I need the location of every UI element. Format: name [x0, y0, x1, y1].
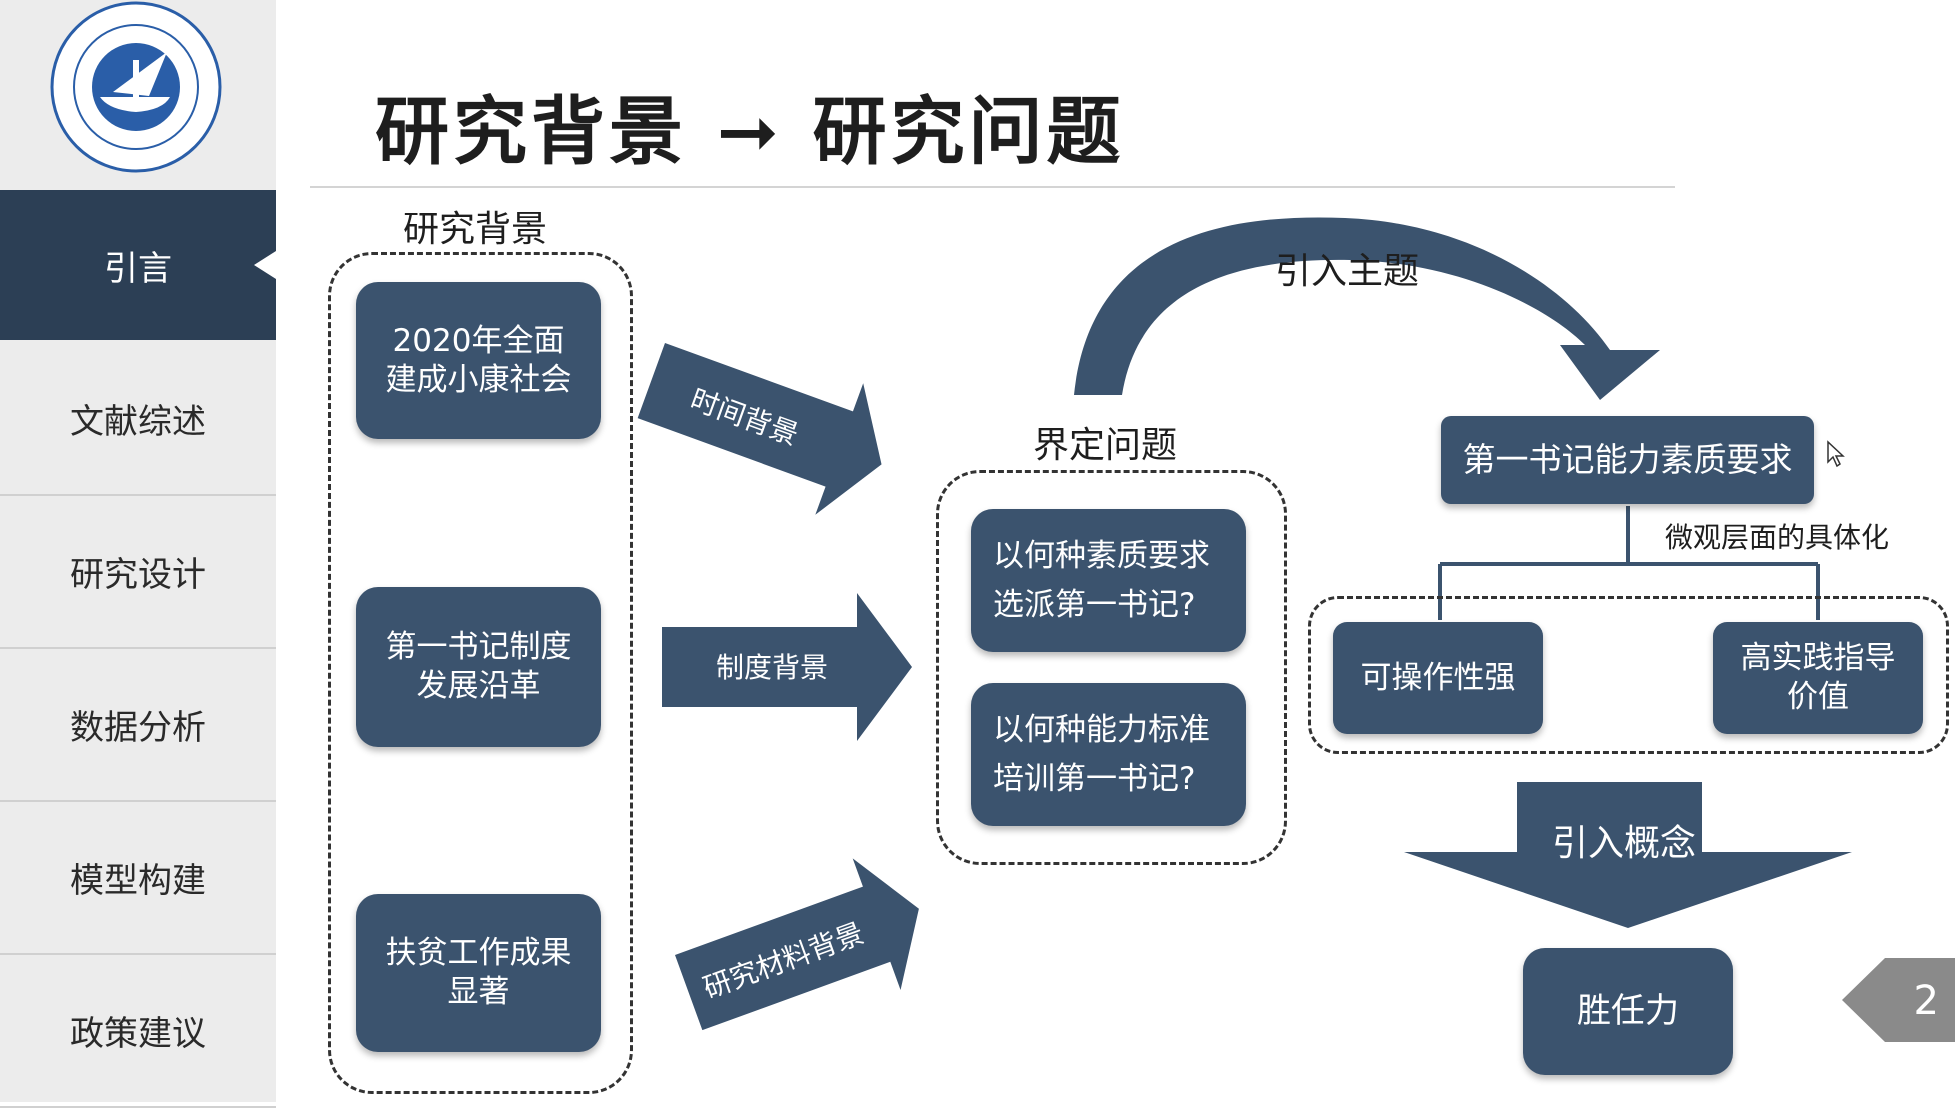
sidebar-item-model-building[interactable]: 模型构建 — [0, 802, 276, 955]
sidebar — [0, 0, 276, 1102]
intro-topic-curved-arrow — [1074, 217, 1660, 400]
page-number-tab — [1842, 958, 1955, 1042]
sidebar-item-literature-review[interactable]: 文献综述 — [0, 343, 276, 496]
competency-box: 胜任力 — [1523, 948, 1733, 1075]
define-heading: 界定问题 — [1033, 425, 1178, 466]
background-heading: 研究背景 — [403, 209, 548, 250]
background-item-poverty-results: 扶贫工作成果 显著 — [356, 894, 601, 1052]
intro-concept-label: 引入概念 — [1552, 823, 1697, 864]
define-item-quality: 以何种素质要求 选派第一书记? — [971, 509, 1246, 652]
material-background-arrow — [675, 858, 919, 1031]
background-group — [328, 252, 633, 1094]
time-background-arrow — [637, 343, 882, 515]
intro-concept-arrow — [1404, 782, 1852, 928]
page-number: 2 — [1913, 978, 1939, 1024]
background-item-well-off-society: 2020年全面 建成小康社会 — [356, 282, 601, 439]
requirement-box: 第一书记能力素质要求 — [1441, 416, 1814, 504]
define-group — [936, 470, 1287, 865]
mouse-cursor-icon — [1827, 440, 1845, 468]
requirement-child-practical-value: 高实践指导 价值 — [1713, 622, 1923, 734]
page-title: 研究背景 ➞ 研究问题 — [375, 89, 1125, 175]
requirement-child-operable: 可操作性强 — [1333, 622, 1543, 734]
university-logo — [50, 1, 222, 173]
title-divider — [310, 186, 1675, 188]
define-item-ability: 以何种能力标准 培训第一书记? — [971, 683, 1246, 826]
requirement-children-group — [1308, 596, 1949, 754]
background-item-system-history: 第一书记制度 发展沿革 — [356, 587, 601, 747]
tree-connector — [1438, 506, 1820, 620]
sidebar-item-intro[interactable]: 引言 — [0, 190, 276, 340]
intro-topic-label: 引入主题 — [1275, 251, 1420, 292]
sidebar-item-research-design[interactable]: 研究设计 — [0, 496, 276, 649]
sidebar-item-data-analysis[interactable]: 数据分析 — [0, 649, 276, 802]
system-background-arrow-label: 制度背景 — [716, 651, 828, 684]
branch-label: 微观层面的具体化 — [1665, 521, 1890, 554]
system-background-arrow — [662, 593, 912, 741]
